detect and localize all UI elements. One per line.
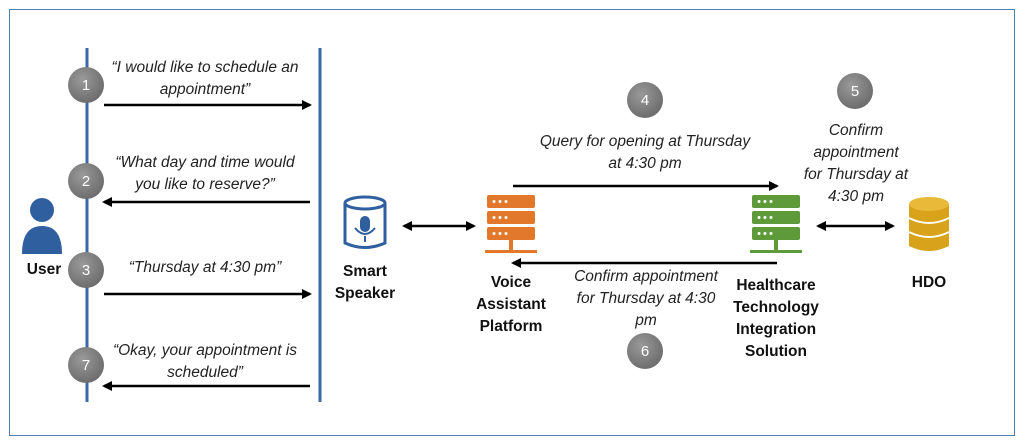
diagram-frame	[9, 9, 1015, 436]
smart-speaker-icon	[343, 195, 387, 249]
node-label-user: User	[26, 261, 62, 278]
step-badge-2: 2	[68, 163, 104, 199]
server-icon	[750, 195, 802, 253]
step-badge-3: 3	[68, 252, 104, 288]
user-icon	[22, 198, 62, 254]
step-badge-5: 5	[837, 73, 873, 109]
message-step-3: “Thursday at 4:30 pm”	[128, 259, 282, 276]
node-label-smart-speaker: Smart Speaker	[334, 263, 396, 302]
message-step-7: “Okay, your appointment is scheduled”	[112, 342, 298, 381]
message-step-2: “What day and time would you like to res…	[115, 154, 295, 193]
message-step-4: Query for opening at Thursday at 4:30 pm	[539, 133, 751, 172]
node-label-voice-assistant-platform: Voice Assistant Platform	[476, 274, 546, 335]
step-badge-4: 4	[627, 82, 663, 118]
message-step-5: Confirm appointment for Thursday at 4:30…	[803, 122, 909, 205]
server-icon	[485, 195, 537, 253]
step-badge-7: 7	[68, 347, 104, 383]
node-label-hdo: HDO	[911, 274, 947, 291]
step-badge-1: 1	[68, 67, 104, 103]
node-label-healthcare-technology-integration-solution: Healthcare Technology Integration Soluti…	[733, 277, 819, 360]
message-step-6: Confirm appointment for Thursday at 4:30…	[574, 268, 718, 329]
step-badge-6: 6	[627, 333, 663, 369]
message-step-1: “I would like to schedule an appointment…	[111, 59, 299, 98]
database-icon	[908, 197, 950, 251]
